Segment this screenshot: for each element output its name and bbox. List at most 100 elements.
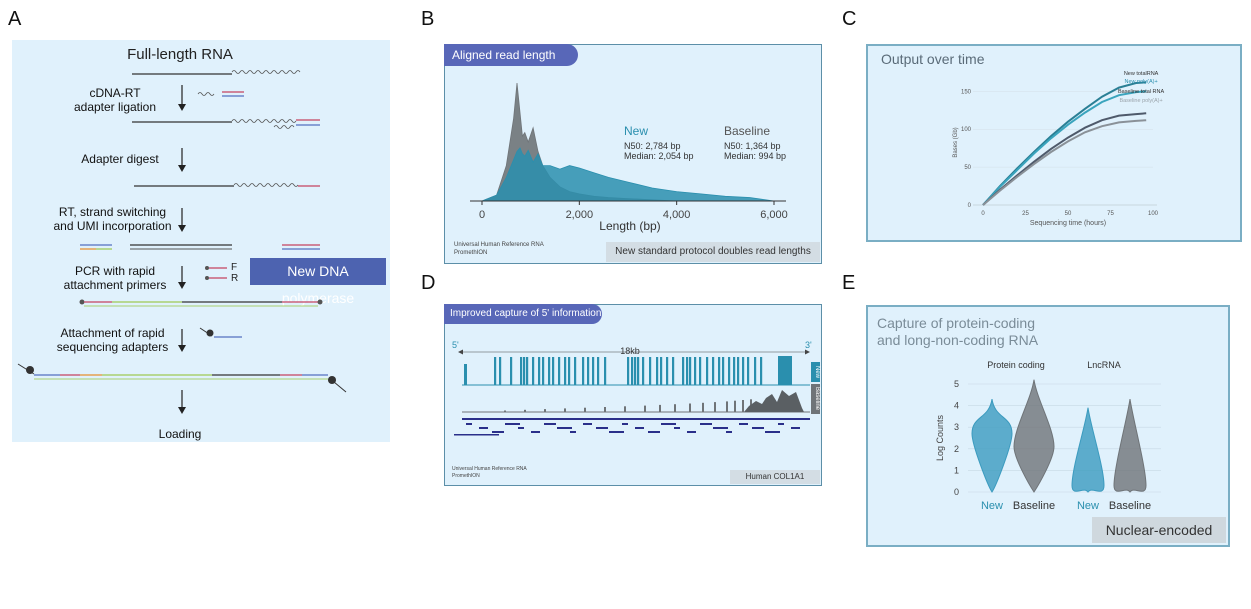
panel-letter-e: E — [842, 272, 856, 294]
three-prime-label: 3' — [805, 340, 812, 350]
new-exon-bar — [564, 357, 567, 385]
e-y-tick-label: 2 — [954, 444, 959, 454]
transcript-fragment — [700, 423, 712, 425]
arrow-step-3 — [178, 208, 186, 232]
transcript-fragment — [674, 427, 680, 429]
e-footer-label: Nuclear-encoded — [1106, 522, 1213, 538]
new-exon-bar — [526, 357, 529, 385]
step-attach-line2: sequencing adapters — [56, 340, 169, 354]
e-x-tick-label: New — [1077, 500, 1099, 512]
panel-letter-c: C — [842, 8, 857, 30]
area-new — [481, 147, 775, 202]
baseline-exon-bar — [734, 400, 736, 412]
span-18kb-label: 18kb — [620, 346, 640, 356]
e-x-tick-label: Baseline — [1109, 500, 1151, 512]
transcript-fragment — [726, 431, 732, 433]
new-exon-bar — [642, 357, 645, 385]
baseline-exon-bar — [524, 409, 526, 412]
baseline-exon-bar — [689, 403, 691, 412]
new-exon-bar — [532, 357, 535, 385]
new-exon-bar — [604, 357, 607, 385]
new-exon-bar — [699, 357, 702, 385]
new-exon-bar — [520, 357, 523, 385]
transcript-fragment — [479, 427, 488, 429]
e-footer-box — [1092, 517, 1226, 543]
e-violin-new — [1071, 407, 1105, 493]
transcript-fragment — [596, 427, 608, 429]
transcript-fragment — [661, 423, 676, 425]
e-title-line2: and long-non-coding RNA — [877, 332, 1039, 348]
transcript-fragment — [635, 427, 644, 429]
baseline-exon-bar — [714, 402, 716, 412]
panel-b-tag: Aligned read length — [444, 44, 578, 66]
c-y-tick-label: 0 — [968, 203, 972, 209]
step-cdna-rt-line2: adapter ligation — [73, 100, 157, 114]
rapid-adapter-icon — [199, 327, 242, 338]
new-exon-bar — [656, 357, 659, 385]
step-attach-line1: Attachment of rapid — [60, 326, 165, 340]
arrow-step-4 — [178, 266, 186, 289]
transcript-fragment — [466, 423, 472, 425]
new-median: Median: 2,054 bp — [624, 151, 694, 161]
new-exon-bar — [464, 364, 467, 385]
transcript-fragment — [713, 427, 728, 429]
new-exon-bar — [627, 357, 630, 385]
span-arrow-head-left — [458, 349, 463, 355]
new-exon-bar — [754, 357, 757, 385]
transcript-fragment — [739, 423, 748, 425]
e-y-axis-label: Log Counts — [935, 414, 945, 461]
step-rt-line1: RT, strand switching — [58, 205, 167, 219]
baseline-exon-bar — [742, 400, 744, 412]
baseline-exon-bar — [604, 407, 606, 412]
panel-b-read-length — [444, 44, 822, 264]
baseline-3prime-peak — [744, 390, 804, 412]
new-exon-bar — [499, 357, 502, 385]
b-source-line1: Universal Human Reference RNA — [454, 242, 544, 248]
c-y-tick-label: 50 — [964, 165, 971, 171]
rna-strand-3 — [134, 183, 320, 187]
new-n50: N50: 2,784 bp — [624, 141, 681, 151]
baseline-exon-bar — [544, 409, 546, 412]
b-x-tick-label: 0 — [479, 209, 485, 221]
panel-letter-a: A — [8, 8, 22, 30]
new-exon-bar — [728, 357, 731, 385]
e-violin-new — [971, 399, 1013, 493]
c-series-label: Baseline poly(A)+ — [1119, 98, 1162, 104]
transcript-fragment — [583, 423, 592, 425]
span-arrow-head-right — [805, 349, 810, 355]
d-footer: Human COL1A1 — [730, 470, 820, 484]
new-exon-bar — [587, 357, 590, 385]
new-exon-bar — [552, 357, 555, 385]
pcr-primers — [205, 266, 227, 280]
c-y-tick-label: 150 — [961, 89, 972, 95]
primer-f-label: F — [231, 262, 238, 273]
new-exon-bar — [649, 357, 652, 385]
e-group-label: Protein coding — [987, 360, 1045, 370]
b-x-tick-label: 4,000 — [663, 209, 691, 221]
new-exon-bar — [631, 357, 634, 385]
transcript-fragment — [687, 431, 696, 433]
b-footer: New standard protocol doubles read lengt… — [606, 242, 820, 262]
e-y-tick-label: 5 — [954, 379, 959, 389]
panel-c-output — [866, 44, 1242, 242]
c-series-line — [982, 119, 1147, 206]
baseline-exon-bar — [674, 404, 676, 412]
pcr-product — [79, 299, 323, 307]
new-exon-bar — [737, 357, 740, 385]
c-chart-title: Output over time — [881, 51, 985, 67]
c-x-tick-label: 25 — [1022, 211, 1029, 217]
panel-a-title: Full-length RNA — [127, 46, 233, 63]
transcript-fragment — [505, 423, 520, 425]
track-new-label: New — [811, 362, 820, 382]
new-exon-bar — [706, 357, 709, 385]
new-exon-bar — [666, 357, 669, 385]
new-exon-bar — [510, 357, 513, 385]
c-x-tick-label: 100 — [1148, 211, 1159, 217]
track-baseline-label: Baseline — [811, 384, 820, 414]
baseline-median: Median: 994 bp — [724, 151, 787, 161]
b-x-axis-label: Length (bp) — [599, 219, 661, 233]
b-x-tick-label: 6,000 — [760, 209, 788, 221]
step-cdna-rt-line1: cDNA-RT — [89, 86, 141, 100]
transcript-fragment — [518, 427, 524, 429]
